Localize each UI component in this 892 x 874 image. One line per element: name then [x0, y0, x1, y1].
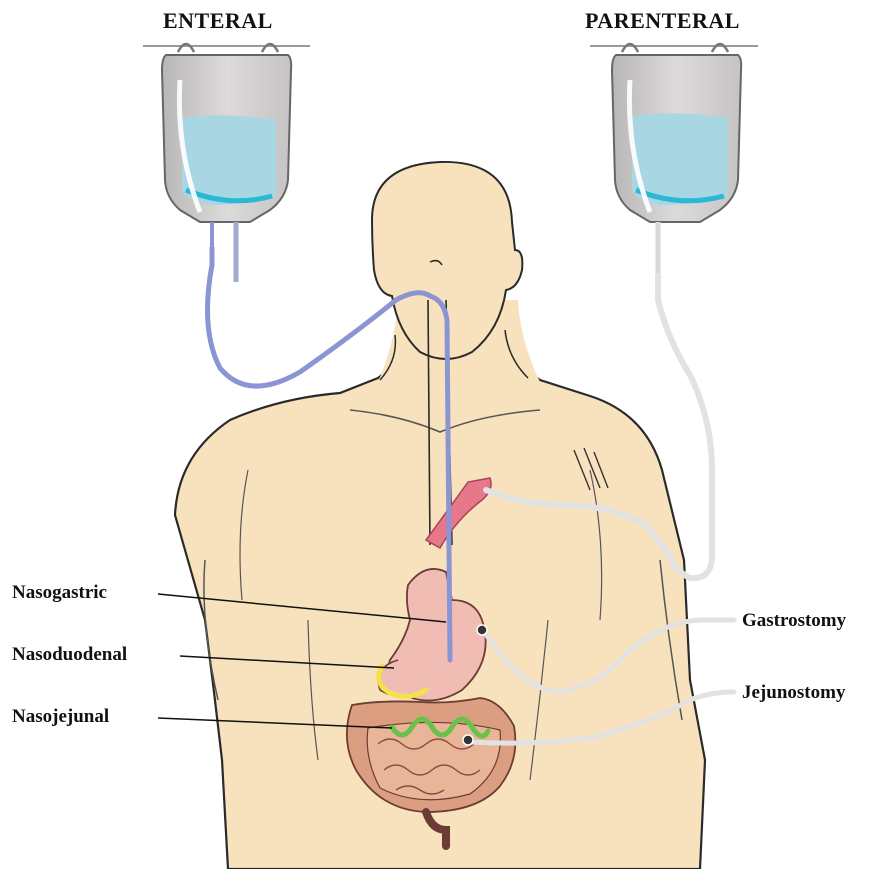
nasojejunal-label: Nasojejunal: [12, 706, 109, 728]
enteral-title: ENTERAL: [163, 8, 273, 34]
nasoduodenal-label: Nasoduodenal: [12, 644, 127, 666]
enteral-bag: [143, 44, 310, 282]
jejunostomy-port: [463, 735, 473, 745]
gastrostomy-label: Gastrostomy: [742, 610, 846, 632]
jejunostomy-label: Jejunostomy: [742, 682, 845, 704]
gastrostomy-port: [477, 625, 487, 635]
parenteral-title: PARENTERAL: [585, 8, 740, 34]
nasogastric-label: Nasogastric: [12, 582, 107, 604]
parenteral-bag: [590, 44, 758, 276]
